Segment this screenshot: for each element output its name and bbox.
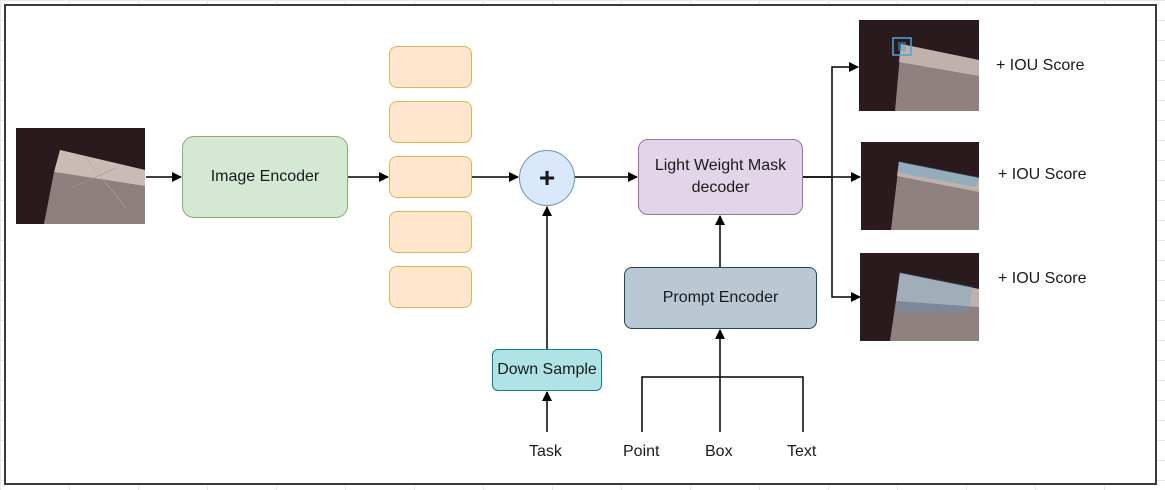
arrow-decoder-to-mask-3 xyxy=(831,177,861,302)
add-operator: + xyxy=(519,150,575,206)
embedding-token-3 xyxy=(389,156,472,198)
iou-score-label-3: + IOU Score xyxy=(998,270,1087,287)
face-mask-icon xyxy=(860,253,979,341)
tool-edge-photo-icon xyxy=(16,128,145,224)
task-label: Task xyxy=(529,443,562,460)
arrow-decoder-to-mask-1 xyxy=(803,62,859,178)
iou-score-label-2: + IOU Score xyxy=(998,166,1087,183)
iou-score-label-1: + IOU Score xyxy=(996,57,1085,74)
embedding-token-1 xyxy=(389,46,472,88)
mask-decoder-block: Light Weight Mask decoder xyxy=(638,139,803,215)
output-mask-3 xyxy=(860,253,979,341)
point-label: Point xyxy=(623,443,660,460)
down-sample-block: Down Sample xyxy=(492,349,602,391)
text-label: Text xyxy=(787,443,817,460)
output-mask-1 xyxy=(859,20,979,111)
box-label: Box xyxy=(705,443,733,460)
embedding-token-4 xyxy=(389,211,472,253)
input-image xyxy=(16,128,145,224)
line-point-box-text xyxy=(641,376,804,432)
box-mask-icon xyxy=(859,20,979,111)
embedding-token-2 xyxy=(389,101,472,143)
prompt-encoder-block: Prompt Encoder xyxy=(624,267,817,329)
output-mask-2 xyxy=(861,142,979,230)
image-encoder-block: Image Encoder xyxy=(182,136,348,218)
embedding-token-5 xyxy=(389,266,472,308)
edge-mask-icon xyxy=(861,142,979,230)
